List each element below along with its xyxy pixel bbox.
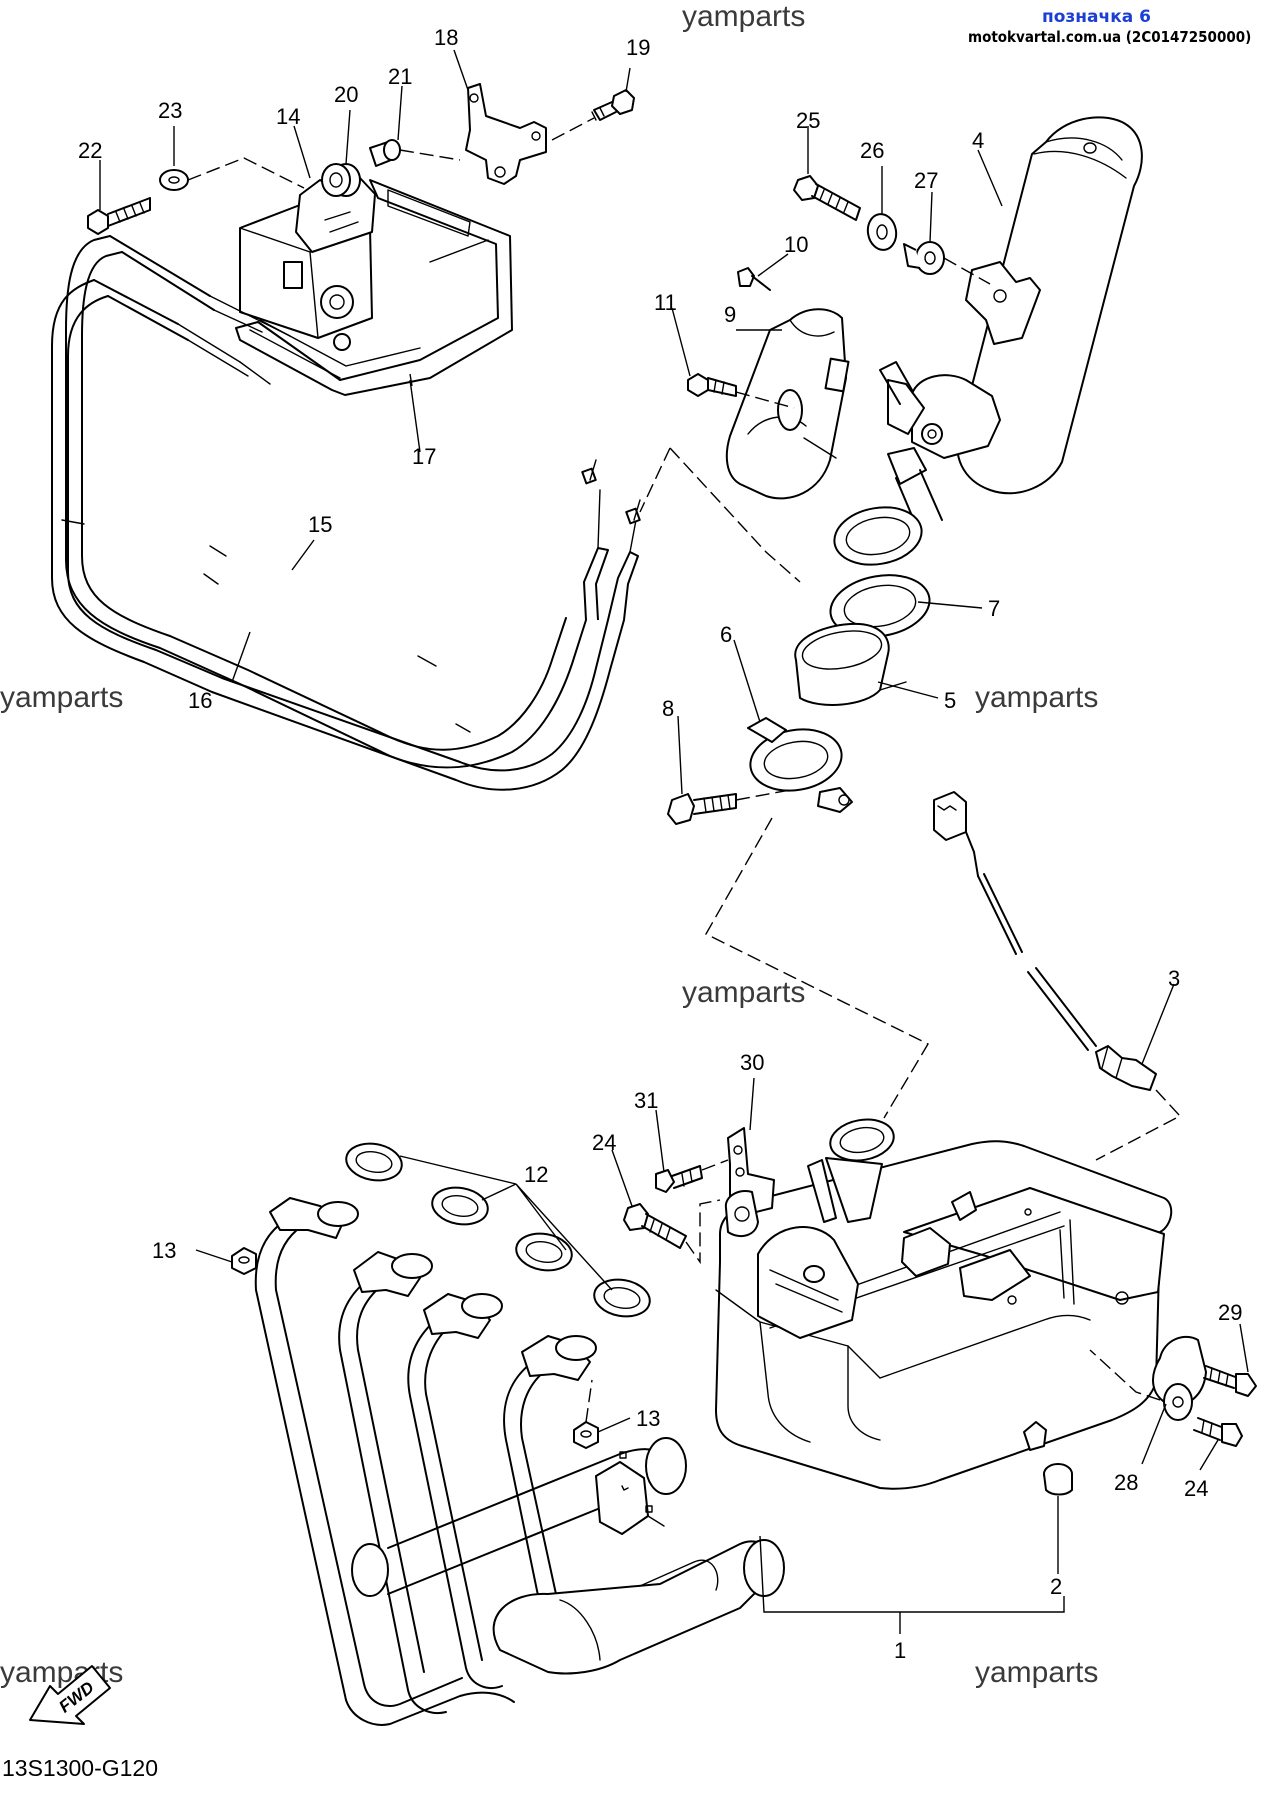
label-part-9: 9 <box>724 302 736 327</box>
label-part-31: 31 <box>634 1088 658 1113</box>
label-part-22: 22 <box>78 138 102 163</box>
bolt-31 <box>655 1165 703 1193</box>
label-part-26: 26 <box>860 138 884 163</box>
exhaust-chamber-1 <box>715 1140 1173 1490</box>
bolt-24-upper <box>623 1203 687 1249</box>
gaskets-12 <box>345 1142 651 1318</box>
servo-motor-bracket <box>235 177 513 396</box>
joint-pipe <box>807 1118 895 1223</box>
label-part-7: 7 <box>988 596 1000 621</box>
diagram-code: 13S1300-G120 <box>2 1755 158 1781</box>
label-part-1: 1 <box>894 1638 906 1663</box>
watermark-bottom-right: yamparts <box>975 1656 1098 1689</box>
bracket-18 <box>465 83 547 185</box>
label-part-21: 21 <box>388 64 412 89</box>
gasket-7 <box>829 506 931 638</box>
throttle-cables <box>51 235 641 791</box>
label-part-19: 19 <box>626 35 650 60</box>
washer-26 <box>866 213 898 251</box>
label-part-12: 12 <box>524 1162 548 1187</box>
label-part-4: 4 <box>972 128 984 153</box>
label-part-10: 10 <box>784 232 808 257</box>
label-part-14: 14 <box>276 104 300 129</box>
label-part-29: 29 <box>1218 1300 1242 1325</box>
rubber-2 <box>1043 1463 1073 1496</box>
label-part-17: 17 <box>412 444 436 469</box>
bolt-25 <box>793 175 861 221</box>
label-part-24-upper: 24 <box>592 1130 616 1155</box>
collar-21 <box>369 139 401 167</box>
header-source: motokvartal.com.ua (2C0147250000) <box>968 28 1251 46</box>
label-part-5: 5 <box>944 688 956 713</box>
watermark-left: yamparts <box>0 681 123 714</box>
label-part-3: 3 <box>1168 966 1180 991</box>
label-part-2: 2 <box>1050 1574 1062 1599</box>
muffler-protector-9 <box>725 308 850 500</box>
watermark-right: yamparts <box>975 681 1098 714</box>
label-part-8: 8 <box>662 696 674 721</box>
watermark-top: yamparts <box>682 0 805 33</box>
label-part-20: 20 <box>334 82 358 107</box>
label-part-13-right: 13 <box>636 1406 660 1431</box>
bolt-24-lower <box>1193 1417 1243 1447</box>
watermark-middle: yamparts <box>682 976 805 1009</box>
clamp-6 <box>747 717 853 813</box>
bolt-11 <box>687 373 737 397</box>
nut-13-left <box>231 1247 257 1275</box>
label-part-6: 6 <box>720 622 732 647</box>
header-title: позначка 6 <box>1042 7 1151 27</box>
label-part-23: 23 <box>158 98 182 123</box>
label-part-15: 15 <box>308 512 332 537</box>
nut-13-right <box>573 1421 599 1449</box>
label-part-11: 11 <box>654 290 677 315</box>
label-part-18: 18 <box>434 25 458 50</box>
bracket-30 <box>724 1127 775 1238</box>
bolt-8 <box>667 793 737 825</box>
bolt-29 <box>1203 1365 1257 1397</box>
leader-lines <box>99 49 1249 1634</box>
label-part-24-lower: 24 <box>1184 1476 1208 1501</box>
label-part-28: 28 <box>1114 1470 1138 1495</box>
part-labels: 18 19 21 20 14 23 22 17 15 16 25 26 27 4… <box>78 25 1242 1663</box>
bushing-28 <box>1152 1335 1207 1421</box>
label-part-16: 16 <box>188 688 212 713</box>
bolt-19 <box>591 89 635 121</box>
gasket-5 <box>794 622 907 706</box>
screw-10 <box>737 267 771 291</box>
collar-27 <box>903 241 945 275</box>
bolt-22 <box>87 197 151 235</box>
label-part-30: 30 <box>740 1050 764 1075</box>
label-part-13-left: 13 <box>152 1238 176 1263</box>
label-part-25: 25 <box>796 108 820 133</box>
label-part-27: 27 <box>914 168 938 193</box>
o2-sensor-3 <box>933 791 1157 1091</box>
exhaust-header-pipes <box>254 1197 785 1726</box>
washer-23 <box>159 169 189 191</box>
grommet-20 <box>321 163 361 197</box>
muffler-4 <box>879 116 1143 531</box>
